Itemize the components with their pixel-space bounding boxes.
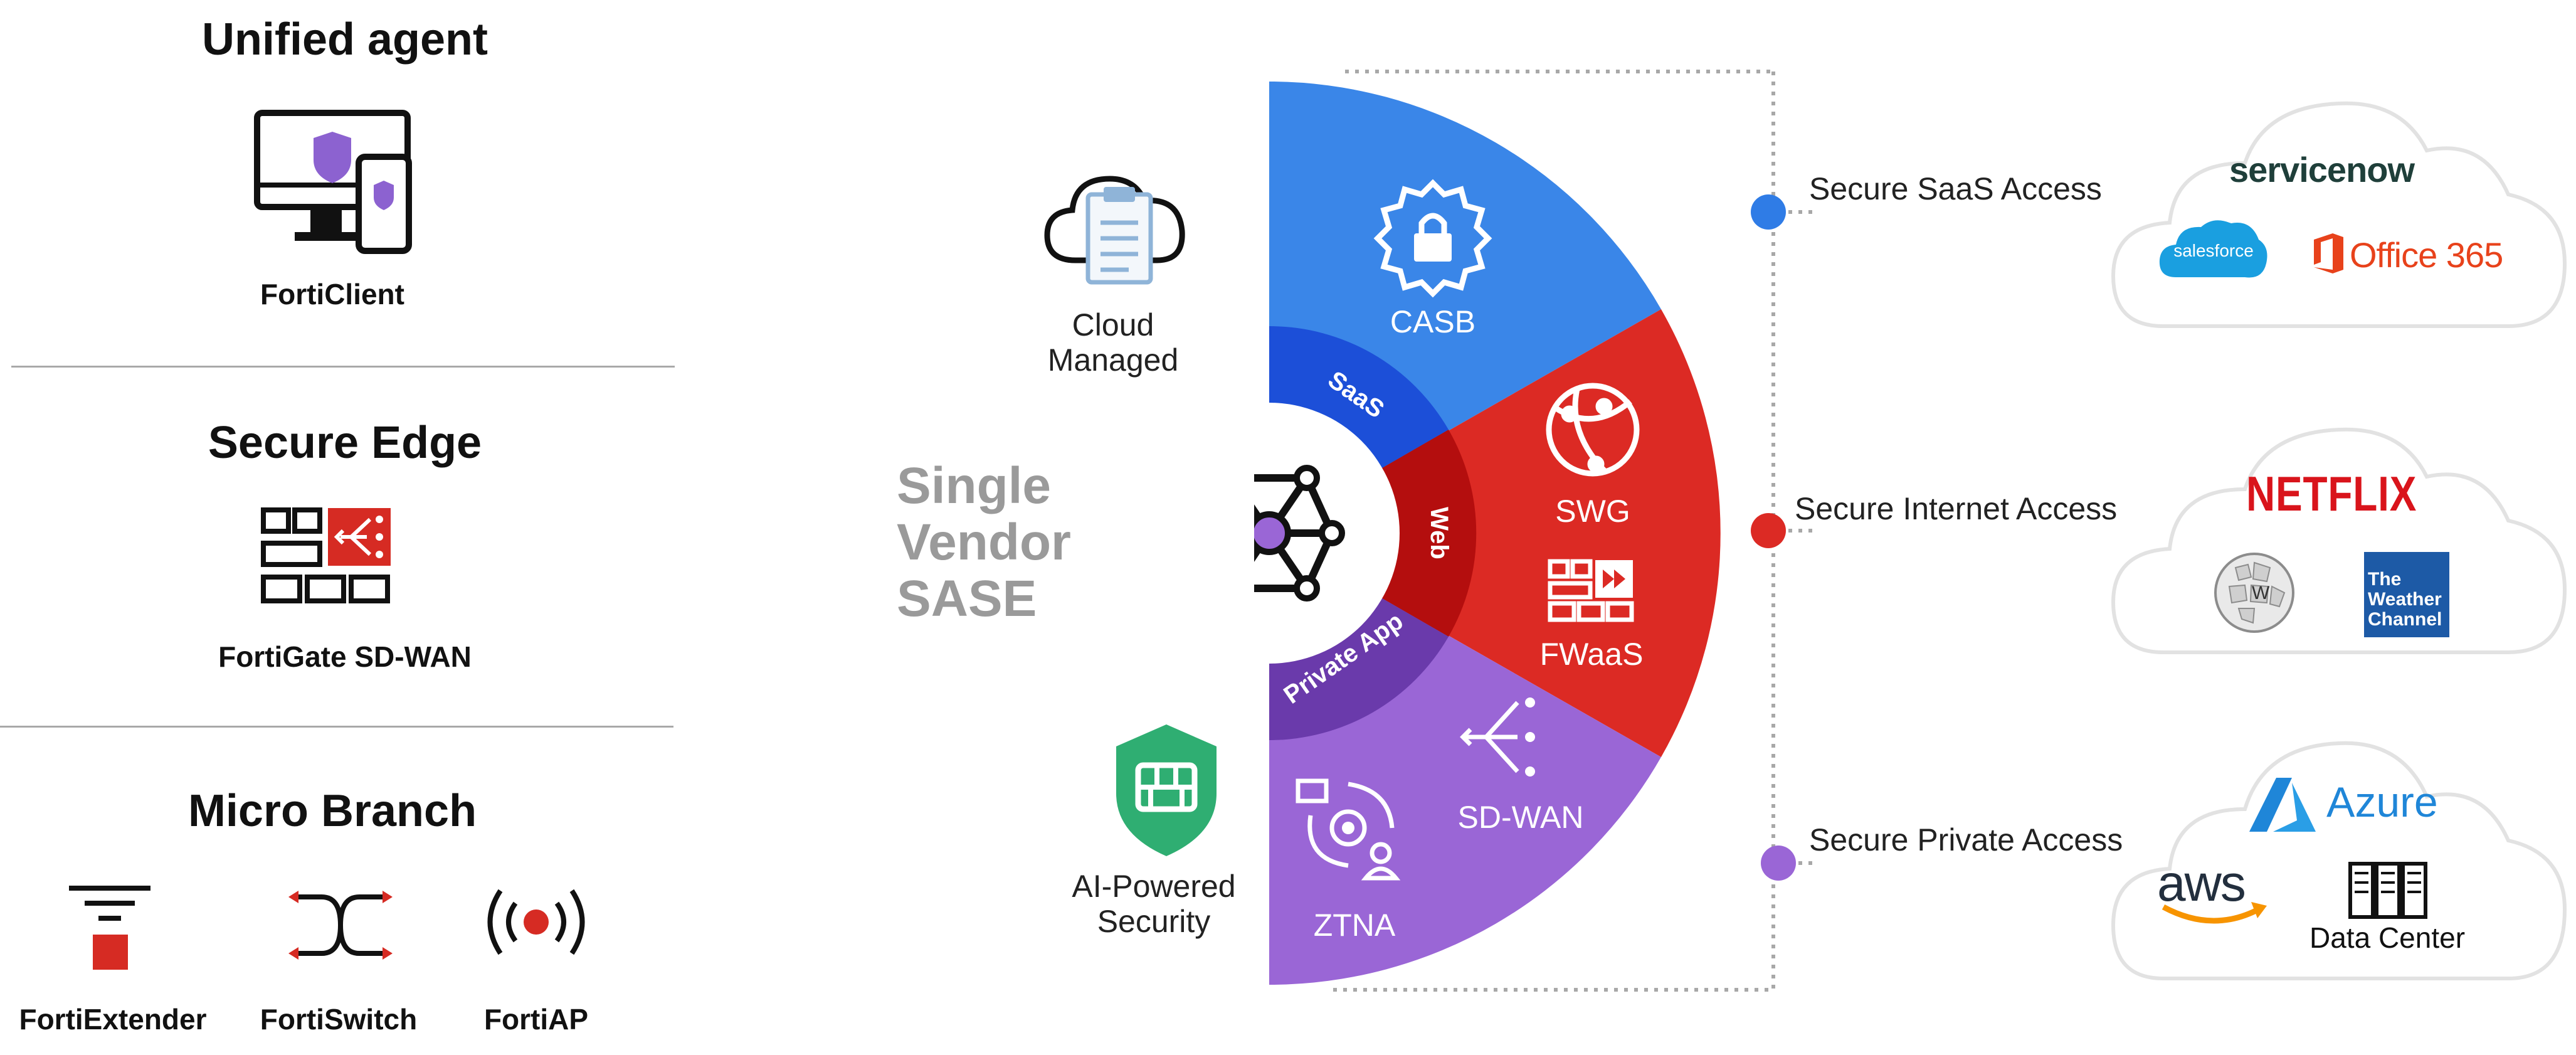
swg-label: SWG [1555,494,1630,529]
micro-branch-title: Micro Branch [187,786,477,836]
cloud-managed-icon [1044,176,1185,285]
ztna-label: ZTNA [1314,908,1396,943]
ztna-icon [1296,778,1401,881]
casb-label: CASB [1390,304,1475,339]
data-center-label: Data Center [2309,921,2466,954]
forticlient-icon [254,110,412,254]
sdwan-label: SD-WAN [1458,800,1584,835]
ai-security-shield-icon [1116,724,1217,856]
servicenow-logo: servicenow [2229,150,2415,189]
salesforce-logo: salesforce [2157,215,2270,290]
fortiswitch-label: FortiSwitch [260,1003,418,1036]
divider-2 [0,726,673,728]
wheel-segment-red [1269,309,1721,757]
saas-cloud [2111,101,2567,328]
azure-label: Azure [2326,778,2438,826]
secure-saas-access-label: Secure SaaS Access [1809,171,2102,206]
data-center-icon [2348,862,2427,919]
fortiswitch-icon [288,891,393,960]
svg-text:W: W [2252,583,2270,603]
secure-internet-access-label: Secure Internet Access [1795,491,2118,526]
unified-agent-title: Unified agent [201,14,488,65]
wikipedia-globe-icon: W [2214,553,2294,633]
aws-logo: aws [2157,855,2270,933]
weather-channel-logo: The Weather Channel [2364,552,2449,637]
fwaas-firewall-icon [1548,559,1634,622]
fortiap-label: FortiAP [483,1003,589,1036]
fwaas-label: FWaaS [1540,637,1644,672]
casb-lock-icon [1373,179,1492,298]
netflix-logo: NETFLIX [2246,466,2417,521]
divider-1 [11,366,675,368]
fortiextender-icon [69,886,150,970]
private-access-dot [1761,846,1796,881]
secure-private-access-label: Secure Private Access [1809,822,2123,857]
sase-wheel: CASB SWG FWaaS SD-WAN ZTNA SaaS Web Priv… [1254,82,1721,985]
single-vendor-sase-title: Single Vendor SASE [897,457,1071,627]
connector-lines [1329,70,1819,992]
secure-edge-title: Secure Edge [208,418,482,468]
web-label: Web [1425,507,1453,559]
azure-icon [2249,778,2316,832]
swg-globe-icon [1546,383,1640,477]
saas-access-dot [1751,194,1786,230]
fortiap-icon [487,889,585,955]
fortigate-sdwan-icon [261,507,391,603]
fortiextender-label: FortiExtender [19,1003,207,1036]
sdwan-arrows-icon [1460,701,1519,773]
internet-access-dot [1751,513,1786,548]
ai-security-label: AI-Powered Security [1072,869,1236,939]
internet-cloud [2111,427,2567,654]
fortigate-sdwan-label: FortiGate SD-WAN [218,640,472,673]
cloud-managed-label: Cloud Managed [1047,307,1179,378]
forticlient-label: FortiClient [260,278,404,310]
